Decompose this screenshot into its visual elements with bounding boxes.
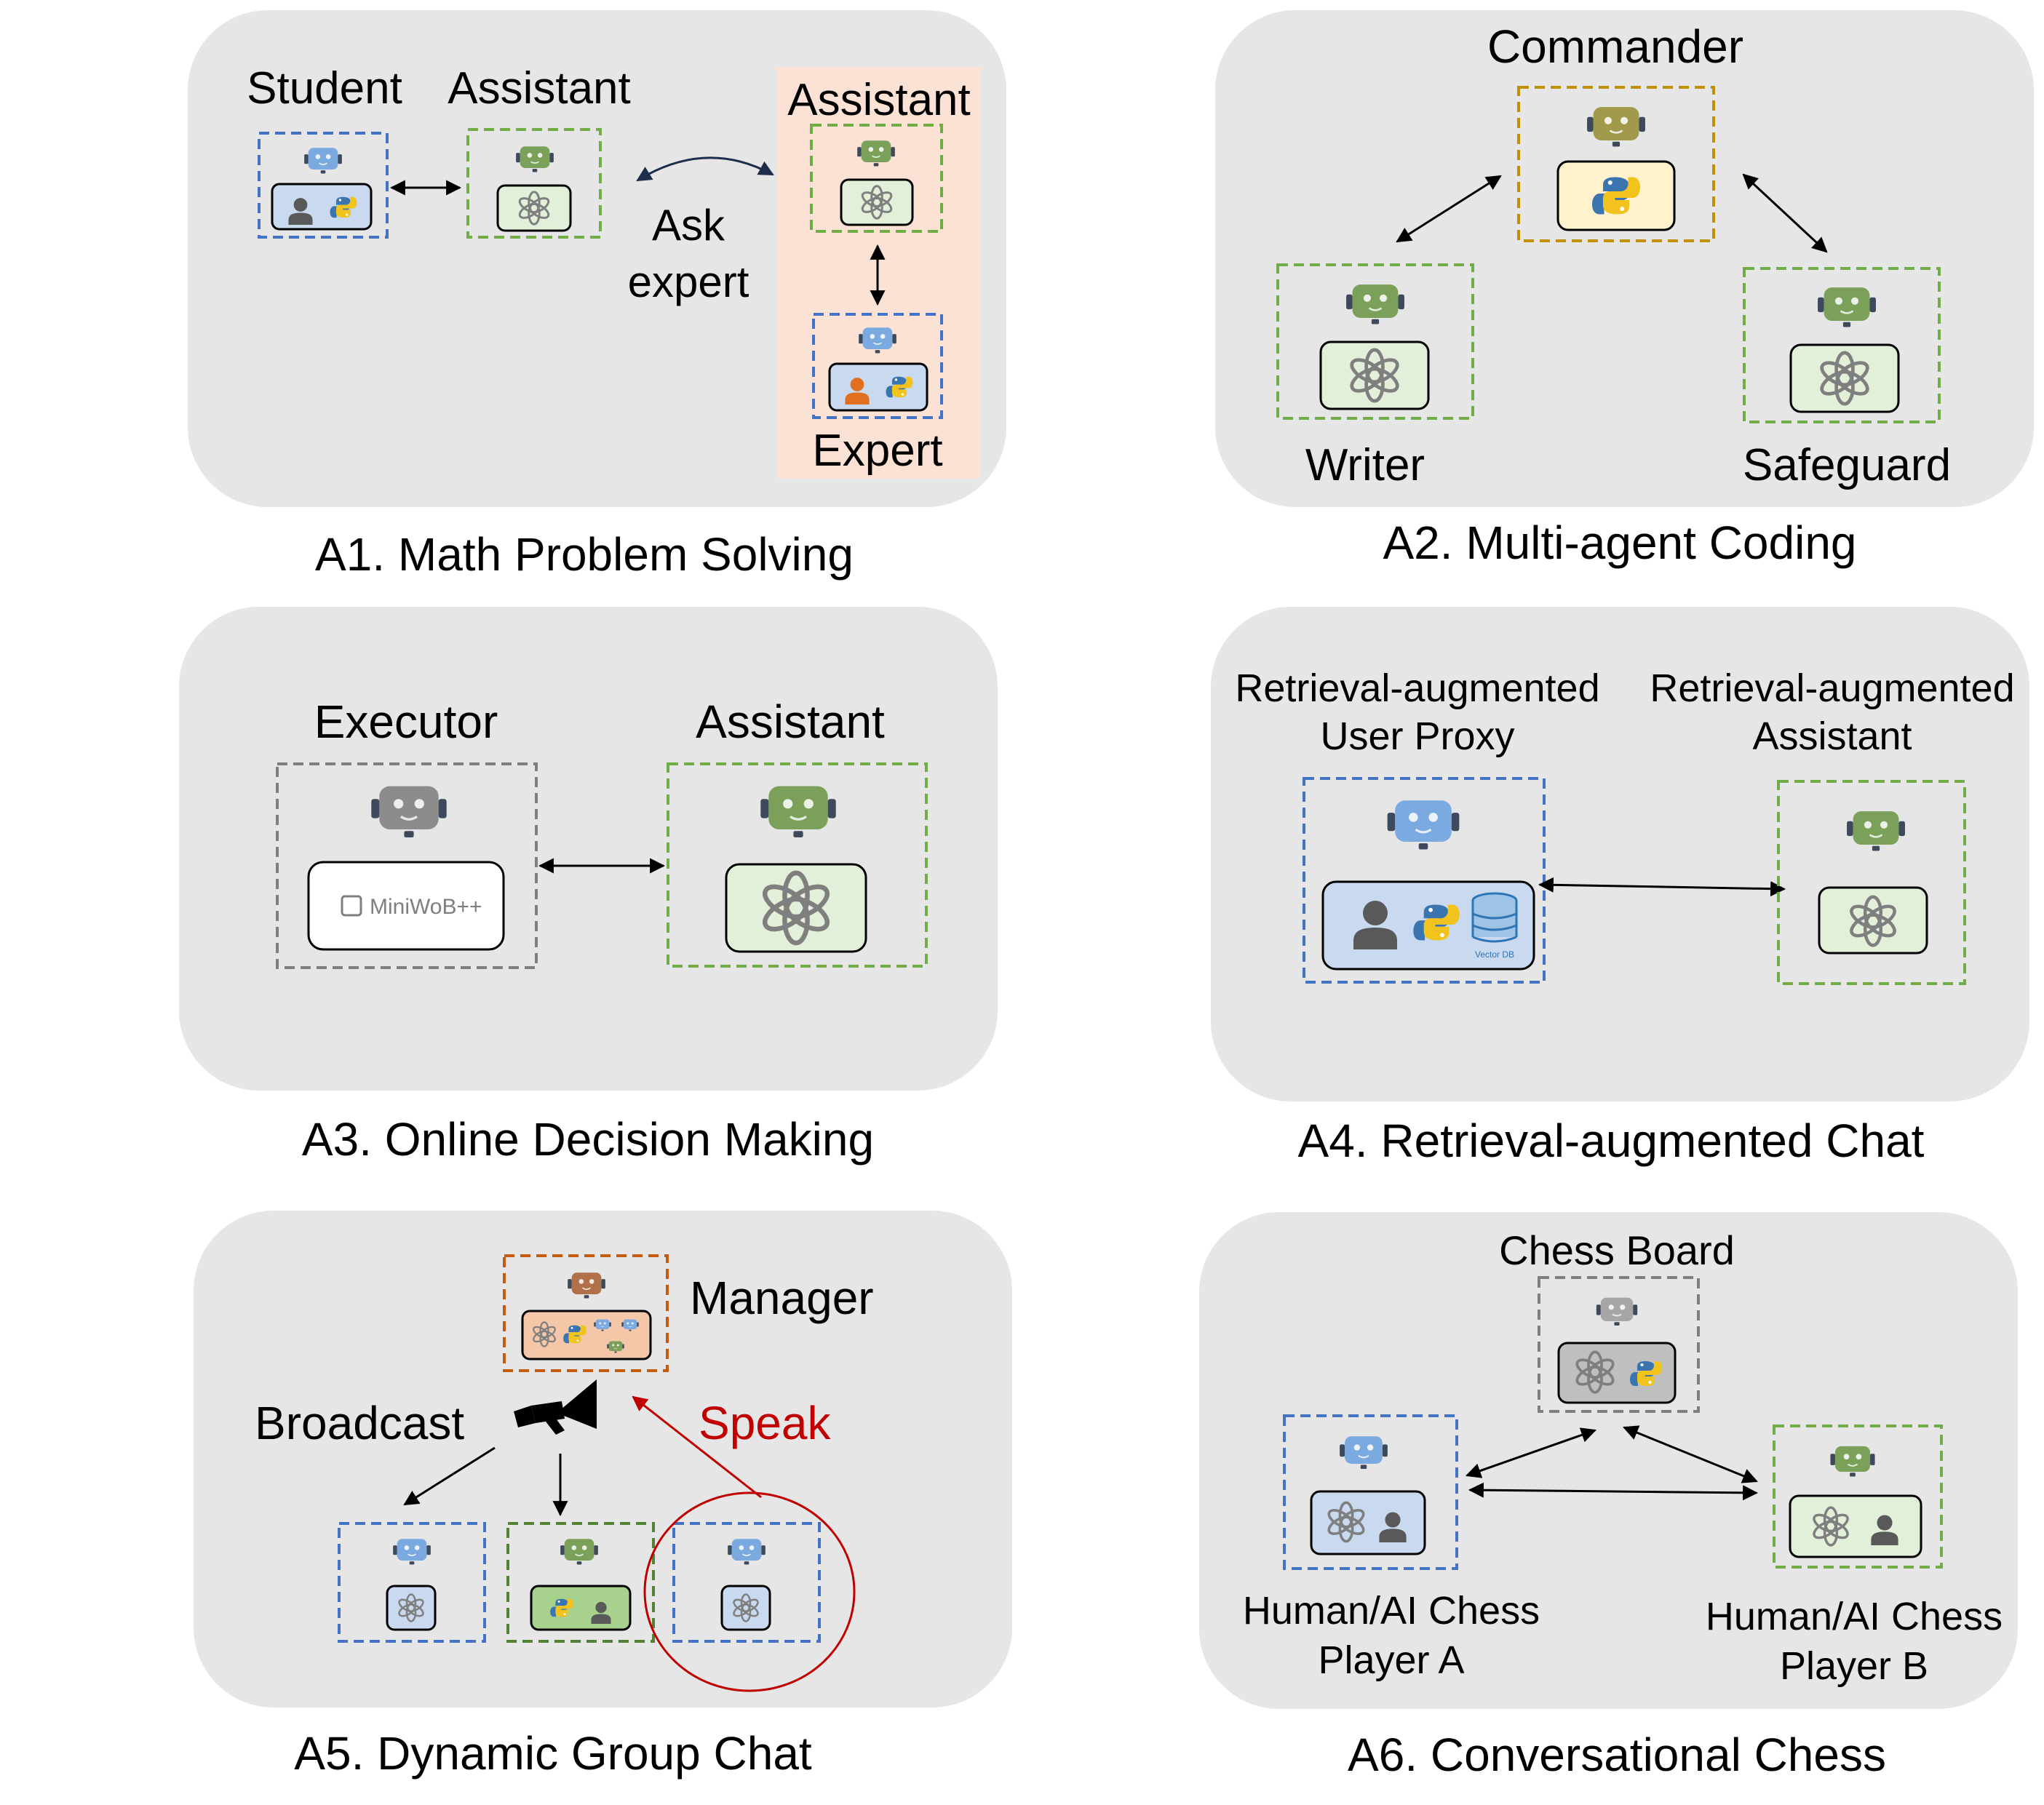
a4-assistant-capability-box [1818,886,1928,955]
a4-caption: A4. Retrieval-augmented Chat [1298,1115,1925,1167]
miniwob-capability-box [307,861,505,951]
chess-board-label: Chess Board [1499,1227,1735,1273]
manager-agent-box [503,1254,669,1372]
panel-a3-background [179,607,998,1091]
member3-agent-box [672,1522,821,1643]
member2-capability-box [530,1585,632,1631]
a4-assistant-label-line1: Retrieval-augmented [1650,666,2014,710]
a2-caption: A2. Multi-agent Coding [1383,517,1856,569]
board-player-a-arrow [1466,1427,1596,1478]
panel-a6: Chess Board Human/AI Chess Player A Huma… [1199,1212,2018,1781]
board-player-b-arrow [1623,1425,1758,1483]
a6-caption: A6. Conversational Chess [1348,1729,1886,1781]
ask-expert-arrow [636,156,774,182]
vector-db-text: Vector DB [1475,949,1514,960]
player-a-label-line2: Player A [1318,1638,1464,1682]
manager-label: Manager [690,1272,874,1324]
member1-capability-box [386,1585,437,1631]
safeguard-capability-box [1789,343,1900,413]
broadcast-label: Broadcast [255,1397,464,1449]
panel-a4: Retrieval-augmented User Proxy Retrieval… [1211,607,2029,1167]
miniwob-logo-icon [341,895,362,917]
member1-agent-box [338,1522,486,1643]
chess-board-agent-box [1538,1276,1700,1413]
commander-safeguard-arrow [1742,173,1828,253]
executor-agent-box [276,762,538,969]
vector-db-icon [1471,892,1518,943]
member3-capability-box [720,1585,771,1631]
student-label: Student [247,63,402,113]
player-b-capability-box [1789,1494,1922,1558]
expert-capability-box [828,362,928,412]
writer-capability-box [1319,340,1430,410]
expert-agent-box [812,313,943,419]
broadcast-arrow-left [403,1446,496,1506]
a3-assistant-capability-box [725,863,867,953]
student-capability-box [271,183,373,231]
a3-assistant-agent-box [667,762,928,968]
proxy-label-line2: User Proxy [1320,714,1514,758]
assistant2-label: Assistant [787,75,971,125]
a3-caption: A3. Online Decision Making [302,1113,874,1166]
student-agent-box [258,132,389,239]
a4-assistant-agent-box [1777,780,1966,985]
chess-board-capability-box [1557,1342,1677,1404]
assistant2-agent-box [810,124,943,233]
panel-a1: Student Assistant Assistant Ask expert E… [188,10,1006,581]
player-a-player-b-arrow [1468,1482,1759,1501]
commander-label: Commander [1487,20,1743,73]
player-b-label-line1: Human/AI Chess [1706,1595,2003,1638]
a3-assistant-label: Assistant [696,696,885,748]
player-a-capability-box [1310,1490,1426,1555]
panel-a2-background [1215,10,2034,507]
commander-agent-box [1517,86,1715,242]
ask-expert-label-line2: expert [628,258,749,306]
player-a-agent-box [1283,1414,1458,1570]
panel-a5: Manager Broadcast Speak A5. Dynamic Grou… [194,1211,1012,1780]
assistant-label: Assistant [448,63,631,113]
megaphone-icon [514,1379,597,1435]
panel-a5-background [194,1211,1012,1708]
assistant-agent-box [466,128,602,239]
assistant2-capability-box [840,178,914,226]
a4-assistant-label-line2: Assistant [1752,714,1912,758]
safeguard-agent-box [1743,267,1941,423]
proxy-assistant-arrow [1538,877,1786,897]
expert-label: Expert [812,426,942,476]
writer-agent-box [1276,263,1474,420]
panel-a3: Executor Assistant MiniWoB++ A3. Online … [179,607,998,1166]
ask-expert-label-line1: Ask [652,201,725,250]
miniwob-text: MiniWoB++ [370,895,482,919]
a5-caption: A5. Dynamic Group Chat [294,1727,812,1780]
player-b-agent-box [1773,1425,1943,1569]
speak-arrow [632,1395,762,1499]
proxy-label-line1: Retrieval-augmented [1235,666,1599,710]
speak-label: Speak [699,1397,831,1449]
safeguard-label: Safeguard [1743,440,1951,490]
player-b-label-line2: Player B [1780,1644,1928,1688]
a1-caption: A1. Math Problem Solving [315,528,854,581]
panel-a6-background [1199,1212,2018,1709]
writer-label: Writer [1305,440,1425,490]
speaker-highlight-circle [643,1491,856,1692]
executor-label: Executor [314,696,498,748]
player-a-label-line1: Human/AI Chess [1243,1589,1540,1633]
member2-agent-box [506,1522,655,1643]
panel-a4-background [1211,607,2029,1101]
commander-writer-arrow [1396,175,1502,243]
assistant-capability-box [496,184,572,232]
panel-a2: Commander Writer Safeguard A2. Multi-age… [1215,10,2034,569]
